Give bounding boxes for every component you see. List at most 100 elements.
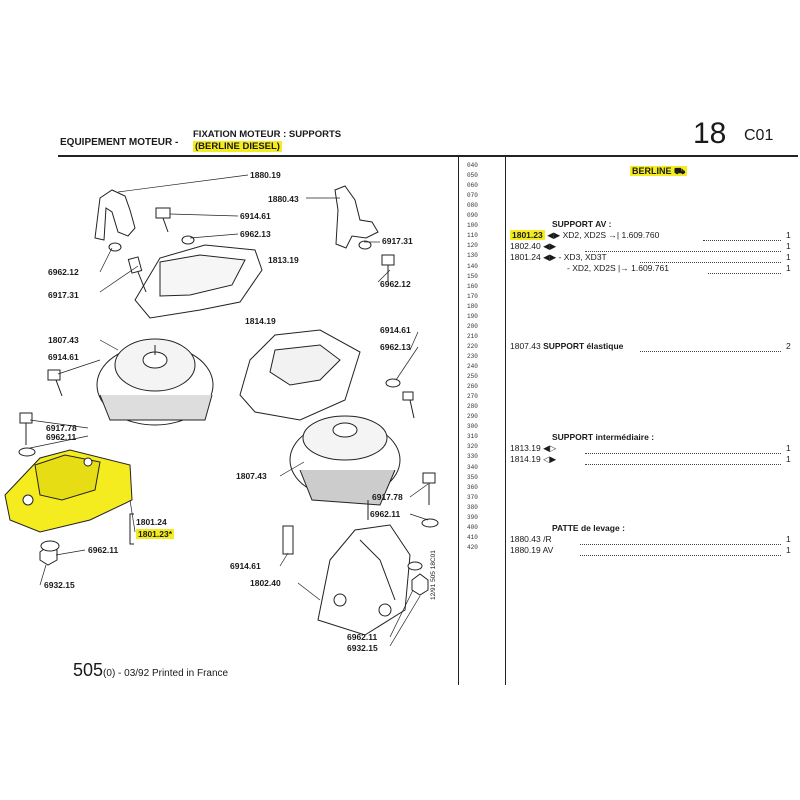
line-number: 280: [467, 403, 478, 411]
label-6932-15-lower: 6932.15: [347, 643, 378, 653]
row-1880-19: 1880.19 AV: [510, 545, 554, 555]
line-number: 270: [467, 393, 478, 401]
label-6914-61-left: 6914.61: [48, 352, 79, 362]
line-number: 370: [467, 493, 478, 501]
variant-label: BERLINE ⛟: [630, 166, 688, 178]
line-number: 190: [467, 312, 478, 320]
line-number: 240: [467, 363, 478, 370]
label-1880-43: 1880.43: [268, 194, 299, 204]
page-code: C01: [744, 127, 774, 144]
line-number: 220: [467, 342, 478, 350]
left-right-arrow-icon: ◀▶: [547, 230, 561, 240]
line-number: 050: [467, 172, 478, 180]
subtitle-line-1: FIXATION MOTEUR : SUPPORTS: [193, 129, 342, 140]
line-number: 120: [467, 242, 478, 250]
row-1801-24-b: - XD2, XD2S |→ 1.609.761: [567, 263, 669, 273]
patte-title: PATTE de levage :: [552, 523, 625, 533]
line-number: 200: [467, 322, 478, 330]
label-1814-19: 1814.19: [245, 316, 276, 326]
label-1813-19: 1813.19: [268, 255, 299, 265]
line-number: 250: [467, 373, 478, 381]
line-number: 330: [467, 453, 478, 461]
row-1807-43: 1807.43 SUPPORT élastique: [510, 341, 624, 351]
lifting-bracket-right: [334, 185, 379, 249]
label-6962-11-left: 6962.11: [46, 432, 77, 442]
front-icon: AV: [542, 545, 554, 555]
line-number: 040: [467, 162, 478, 169]
line-number: 290: [467, 413, 478, 421]
label-6962-12-left: 6962.12: [48, 267, 79, 277]
column-divider-right: [505, 155, 506, 685]
line-number: 260: [467, 383, 478, 391]
label-6962-11-bottom: 6962.11: [88, 545, 119, 555]
line-number: 150: [467, 272, 478, 280]
label-6932-15-left: 6932.15: [44, 580, 75, 590]
line-number: 160: [467, 282, 478, 290]
line-number: 340: [467, 463, 478, 471]
label-1801-24: 1801.24: [136, 517, 167, 527]
line-number: 170: [467, 292, 478, 300]
line-number: 390: [467, 513, 478, 521]
lifting-bracket-left: [94, 189, 136, 241]
footer-text: (0) - 03/92 Printed in France: [103, 668, 229, 679]
label-1807-43-left: 1807.43: [48, 335, 79, 345]
label-6962-11-lower: 6962.11: [347, 632, 378, 642]
line-number: 380: [467, 503, 478, 511]
right-arrow-icon: ◁▶: [543, 454, 557, 464]
line-number: 300: [467, 423, 478, 431]
label-6962-13-right: 6962.13: [380, 342, 411, 352]
footer-page: 505: [73, 660, 104, 680]
subtitle-line-2: (BERLINE DIESEL): [193, 141, 282, 152]
page-number: 18: [693, 117, 727, 150]
section-title: EQUIPEMENT MOTEUR -: [60, 137, 179, 148]
line-number: 320: [467, 443, 478, 451]
line-number: 400: [467, 523, 478, 531]
line-number: 090: [467, 212, 478, 220]
line-number: 060: [467, 182, 478, 190]
support-av-title: SUPPORT AV :: [552, 219, 612, 229]
label-6962-13-top: 6962.13: [240, 229, 271, 239]
line-number: 110: [467, 232, 478, 240]
line-number: 310: [467, 433, 478, 441]
line-number: 210: [467, 332, 478, 340]
footer: 505(0) - 03/92 Printed in France: [73, 660, 228, 681]
from-icon: |→: [618, 263, 629, 273]
line-number: 180: [467, 302, 478, 310]
label-6917-78-right: 6917.78: [372, 492, 403, 502]
intermediate-title: SUPPORT intermédiaire :: [552, 432, 655, 442]
car-icon: ⛟: [674, 166, 686, 176]
label-6914-61-top: 6914.61: [240, 211, 271, 221]
column-divider-left: [458, 155, 459, 685]
left-arrow-icon: ◀▷: [543, 443, 557, 453]
line-number: 360: [467, 483, 478, 491]
label-1802-40: 1802.40: [250, 578, 281, 588]
line-number: 100: [467, 222, 478, 230]
label-1807-43-mid: 1807.43: [236, 471, 267, 481]
header-rule: [58, 155, 798, 157]
left-right-arrow-icon: ◀▶: [543, 241, 557, 251]
line-number: 410: [467, 533, 478, 541]
exploded-diagram: [4, 174, 439, 647]
up-to-icon: →|: [608, 230, 620, 240]
label-6914-61-bottom: 6914.61: [230, 561, 261, 571]
line-number: 070: [467, 192, 478, 200]
line-number: 130: [467, 252, 478, 260]
label-6917-78-left: 6917.78: [46, 423, 77, 433]
row-1880-43: 1880.43 /R: [510, 534, 552, 544]
line-number: 080: [467, 202, 478, 210]
label-1880-19: 1880.19: [250, 170, 281, 180]
label-6917-31-left: 6917.31: [48, 290, 79, 300]
vertical-code: 12/91 505 18C01: [430, 550, 437, 600]
section-subtitle: FIXATION MOTEUR : SUPPORTS (BERLINE DIES…: [193, 129, 341, 153]
label-6914-61-right: 6914.61: [380, 325, 411, 335]
label-6962-11-mid: 6962.11: [370, 509, 401, 519]
row-1814-19: 1814.19 ◁▶: [510, 454, 557, 464]
row-1813-19: 1813.19 ◀▷: [510, 443, 557, 453]
rear-icon: /R: [543, 534, 552, 544]
row-1801-23: 1801.23 ◀▶ XD2, XD2S →| 1.609.760: [510, 230, 660, 240]
label-6962-12-right: 6962.12: [380, 279, 411, 289]
variant-text: BERLINE ⛟: [630, 166, 688, 176]
label-1801-23: 1801.23*: [136, 529, 175, 539]
left-right-arrow-icon: ◀▶: [543, 252, 557, 262]
line-number: 230: [467, 352, 478, 360]
